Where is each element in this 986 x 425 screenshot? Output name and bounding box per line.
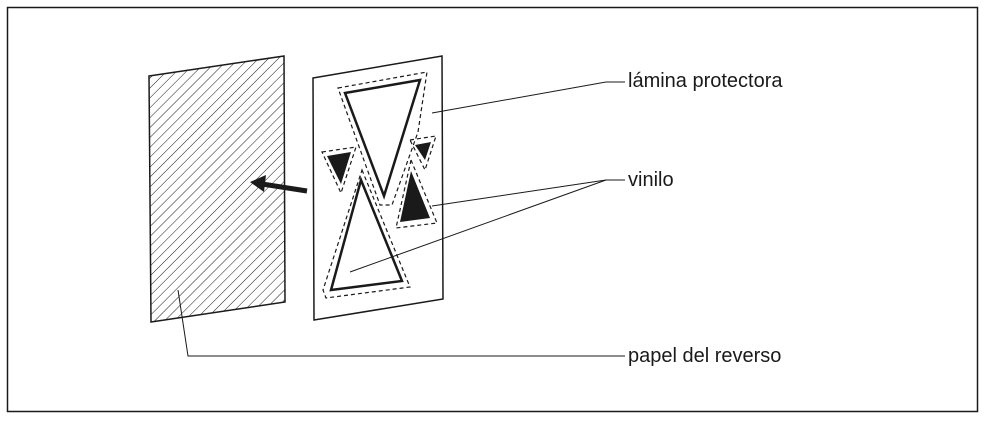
- leader-vinyl-2: [349, 179, 607, 273]
- bottom-triangle-vinyl: [329, 176, 404, 292]
- peel-arrow-shaft: [261, 181, 308, 194]
- medium-right-triangle-vinyl: [400, 171, 430, 222]
- label-vinyl: vinilo: [628, 169, 674, 191]
- label-backing-paper: papel del reverso: [628, 345, 781, 367]
- backing-paper-sheet: [148, 55, 286, 323]
- bottom-triangle-cut-line: [322, 168, 411, 299]
- small-left-triangle-cut-line: [321, 146, 357, 195]
- leader-protective-sheet: [431, 81, 625, 114]
- small-right-top-triangle-vinyl: [415, 142, 431, 160]
- label-protective-sheet: lámina protectora: [628, 70, 783, 92]
- peel-arrow-head: [250, 175, 266, 192]
- leader-vinyl-1: [431, 179, 607, 207]
- small-right-top-triangle-cut-line: [409, 135, 437, 172]
- top-triangle-vinyl: [343, 78, 422, 200]
- small-left-triangle-vinyl: [327, 152, 351, 184]
- leader-backing-paper: [177, 289, 625, 357]
- top-triangle-cut-line: [337, 71, 428, 206]
- outer-border: [6, 6, 979, 413]
